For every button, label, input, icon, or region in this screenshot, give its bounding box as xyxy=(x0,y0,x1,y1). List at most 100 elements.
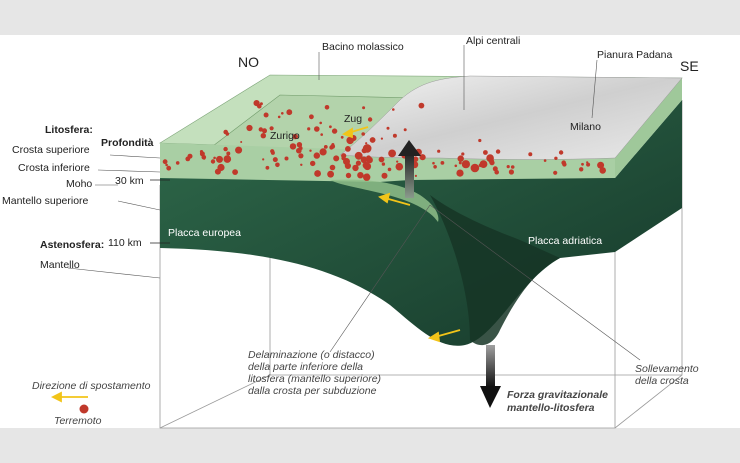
depth-ticks xyxy=(150,179,170,244)
earthquake-dot xyxy=(259,102,263,106)
earthquake-dot xyxy=(175,161,180,165)
earthquake-dot xyxy=(457,155,464,162)
earthquake-dot xyxy=(396,160,399,163)
earthquake-dot xyxy=(216,155,223,163)
earthquake-dot xyxy=(346,136,354,145)
earthquake-dot xyxy=(166,165,172,171)
earthquake-dot xyxy=(470,163,480,173)
city-zurigo: Zurigo xyxy=(270,130,300,142)
earthquake-dot xyxy=(292,133,298,140)
label-alpi: Alpi centrali xyxy=(466,35,520,47)
delam-line-1: Delaminazione (o distacco) xyxy=(248,349,375,361)
earthquake-dot xyxy=(365,142,368,145)
gravity-line-2: mantello-litosfera xyxy=(507,402,595,414)
earthquake-dot xyxy=(277,115,281,119)
earthquake-dot xyxy=(345,146,351,152)
earthquake-dot xyxy=(440,161,445,165)
earthquake-dot xyxy=(412,156,419,162)
earthquake-dot xyxy=(558,150,564,155)
earthquake-dot xyxy=(543,159,547,162)
earthquake-dot xyxy=(253,100,260,107)
earthquake-dot xyxy=(433,165,437,169)
earthquake-dot xyxy=(223,155,232,163)
earthquake-dot xyxy=(378,156,385,163)
earthquake-dot xyxy=(309,114,314,120)
delam-line-2: della parte inferiore della xyxy=(248,361,363,373)
earthquake-dot xyxy=(478,138,482,143)
earthquake-dot xyxy=(414,174,417,177)
earthquake-dot xyxy=(320,133,324,136)
earthquake-dot xyxy=(392,133,397,138)
label-placca-europea: Placca europea xyxy=(168,227,241,239)
earthquake-dot xyxy=(360,156,368,164)
box-wireframe xyxy=(159,100,683,429)
earthquake-dot xyxy=(262,128,267,134)
earthquake-dot xyxy=(419,154,426,161)
uplift-line-1: Sollevamento xyxy=(635,363,699,375)
earthquake-dot xyxy=(330,144,336,149)
earthquake-dot xyxy=(323,145,328,149)
annotation-sollevamento: Sollevamento della crosta xyxy=(635,363,702,387)
earthquake-dot xyxy=(461,152,465,156)
earthquake-dot xyxy=(381,162,386,166)
label-mantello: Mantello xyxy=(40,259,80,271)
earthquake-dot xyxy=(265,165,270,170)
annotation-gravita: Forza gravitazionale mantello-litosfera xyxy=(507,389,611,414)
label-mantello-superiore: Mantello superiore xyxy=(2,195,89,207)
earthquake-dot xyxy=(235,146,243,154)
label-crosta-superiore: Crosta superiore xyxy=(12,144,90,156)
earthquake-dot xyxy=(362,161,370,169)
earthquake-dot xyxy=(342,155,346,159)
earthquake-dot xyxy=(579,167,584,172)
bottom-band xyxy=(0,428,740,463)
label-astenosfera: Astenosfera: xyxy=(40,239,104,251)
earthquake-dot xyxy=(275,162,280,168)
earthquake-dot xyxy=(395,162,404,171)
earthquake-dot xyxy=(586,162,591,167)
earthquake-dot xyxy=(213,156,216,160)
legend-direzione: Direzione di spostamento xyxy=(32,380,151,392)
earthquake-dot xyxy=(461,160,470,169)
lithosphere-block xyxy=(160,100,682,346)
earthquake-dot xyxy=(307,127,311,131)
earthquake-dot xyxy=(510,165,515,169)
subducting-slab xyxy=(430,195,560,346)
top-band xyxy=(0,0,740,35)
earthquake-dot xyxy=(361,132,366,136)
earthquake-dot xyxy=(165,163,168,167)
label-crosta-inferiore: Crosta inferiore xyxy=(18,162,90,174)
earthquake-dot xyxy=(506,165,510,169)
legend-earthquake-dot xyxy=(79,404,89,414)
earthquake-dot xyxy=(562,162,567,167)
earthquake-dot xyxy=(270,150,275,155)
earthquake-dot xyxy=(386,126,390,130)
city-milano: Milano xyxy=(570,121,601,133)
earthquake-dot xyxy=(223,129,228,135)
crust-layer-right xyxy=(615,78,682,178)
leader-lines xyxy=(67,45,641,361)
earthquake-dot xyxy=(340,135,344,139)
city-zug: Zug xyxy=(344,113,362,125)
earthquake-dot xyxy=(187,153,193,159)
earthquake-dot xyxy=(223,146,228,152)
earthquake-dot xyxy=(296,147,302,154)
earthquake-dot xyxy=(262,158,265,161)
earthquake-dot xyxy=(313,152,320,159)
earthquake-dot xyxy=(327,170,334,178)
earthquake-dot xyxy=(581,162,584,166)
earthquake-dot xyxy=(298,153,304,159)
earthquake-dot xyxy=(217,163,225,172)
legend-terremoto: Terremoto xyxy=(54,415,102,427)
crust-root xyxy=(330,179,439,222)
earthquake-dot xyxy=(366,156,373,164)
label-placca-adriatica: Placca adriatica xyxy=(528,235,602,247)
earthquake-dot xyxy=(354,151,363,160)
earthquake-dot xyxy=(300,163,303,166)
earthquake-dot xyxy=(495,149,501,154)
earthquake-dot xyxy=(381,172,388,179)
earthquake-dot xyxy=(284,156,289,161)
earthquake-dot xyxy=(554,156,558,160)
earthquake-dot xyxy=(380,137,383,140)
earthquake-dot xyxy=(314,126,320,132)
